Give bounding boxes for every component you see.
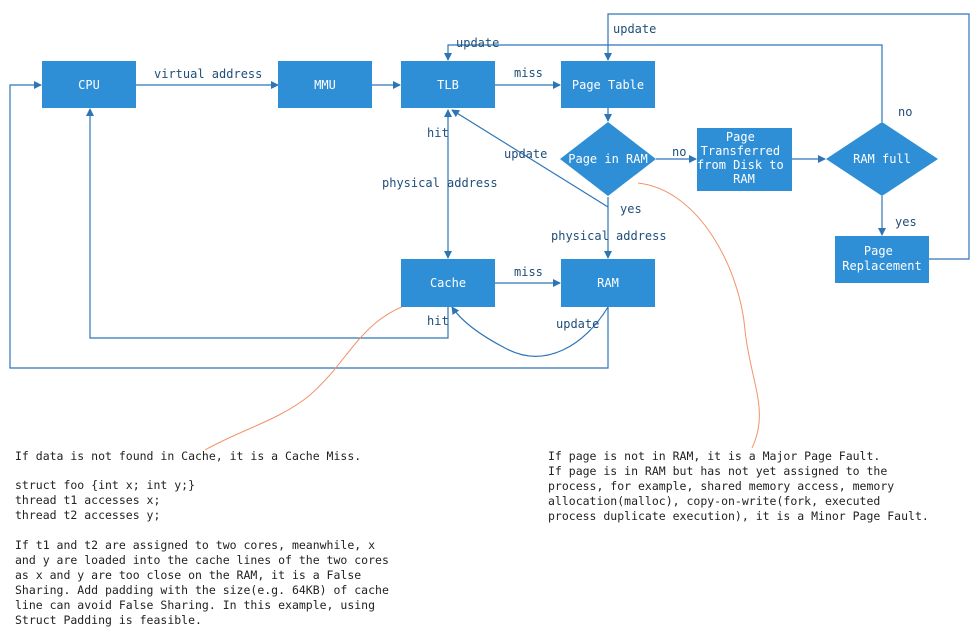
cache-note-line-7: If t1 and t2 are assigned to two cores, … (15, 538, 375, 552)
cache-note-line-5: thread t2 accesses y; (15, 508, 160, 522)
page-table-label: Page Table (572, 78, 644, 92)
edge-labels: virtual address update update miss hit p… (154, 22, 917, 331)
page-in-ram-diamond (560, 122, 656, 196)
nodes: CPU MMU TLB Page Table Page in RAM Page … (42, 61, 938, 307)
page-transferred-label: Page Transferred from Disk to RAM (697, 130, 791, 186)
label-ram-full-yes: yes (895, 215, 917, 229)
label-ram-full-no: no (898, 105, 912, 119)
page-replacement-label: Page Replacement (842, 244, 921, 273)
cache-label: Cache (430, 276, 466, 290)
cache-note-line-10: Sharing. Add padding with the size(e.g. … (15, 583, 389, 597)
page-fault-note-line-4: allocation(malloc), copy-on-write(fork, … (548, 494, 880, 508)
cache-note-line-8: and y are loaded into the cache lines of… (15, 553, 389, 567)
label-ram-physical-address: physical address (551, 229, 667, 243)
page-transferred-line-2: Transferred (701, 144, 780, 158)
label-page-table-update: update (613, 22, 656, 36)
label-ram-update: update (556, 317, 599, 331)
page-replacement-box (835, 236, 929, 283)
label-cache-hit: hit (427, 314, 449, 328)
cache-note-line-3: struct foo {int x; int y;} (15, 478, 195, 492)
edge-page-in-ram-update-tlb (451, 109, 609, 208)
edge-ram-update-cache (451, 306, 609, 357)
label-page-in-ram-yes: yes (620, 202, 642, 216)
cache-note: If data is not found in Cache, it is a C… (15, 449, 389, 627)
label-tlb-physical-address: physical address (382, 176, 498, 190)
page-transferred-line-1: Page (726, 130, 755, 144)
mmu-label: MMU (314, 78, 336, 92)
label-tlb-miss: miss (514, 66, 543, 80)
edge-ram-full-update-tlb (444, 44, 883, 122)
page-fault-annotation-curve (637, 182, 760, 449)
tlb-box (401, 61, 495, 108)
cache-note-line-11: line can avoid False Sharing. In this ex… (15, 598, 375, 612)
cache-note-line-9: as x and y are too close on the RAM, it … (15, 568, 361, 582)
edge-ram-cpu (9, 81, 609, 369)
label-page-in-ram-no: no (672, 145, 686, 159)
page-fault-note-line-2: If page is in RAM but has not yet assign… (548, 464, 887, 478)
cpu-label: CPU (78, 78, 100, 92)
page-replacement-line-1: Page (864, 244, 893, 258)
page-fault-note-line-5: process duplicate execution), it is a Mi… (548, 509, 929, 523)
label-tlb-hit: hit (427, 126, 449, 140)
page-fault-note-line-1: If page is not in RAM, it is a Major Pag… (548, 449, 880, 463)
cache-note-line-12: Struct Padding is feasible. (15, 613, 202, 627)
page-fault-note-line-3: process, for example, shared memory acce… (548, 479, 894, 493)
page-replacement-line-2: Replacement (842, 259, 921, 273)
page-in-ram-label: Page in RAM (568, 152, 647, 166)
page-transferred-line-4: RAM (733, 172, 755, 186)
cache-annotation-curve (204, 302, 413, 451)
cache-box (401, 259, 495, 307)
connectors (9, 13, 970, 369)
ram-full-label: RAM full (853, 152, 911, 166)
label-tlb-update: update (456, 36, 499, 50)
page-transferred-line-3: from Disk to (697, 158, 784, 172)
mmu-box (278, 61, 372, 108)
cache-note-line-4: thread t1 accesses x; (15, 493, 160, 507)
edge-replacement-update-page-table (604, 13, 970, 260)
ram-box (561, 259, 655, 307)
page-transferred-box (697, 128, 792, 191)
edge-cache-cpu (86, 108, 449, 339)
page-fault-note: If page is not in RAM, it is a Major Pag… (548, 449, 929, 523)
ram-full-diamond (826, 122, 938, 196)
cpu-box (42, 61, 136, 108)
tlb-label: TLB (437, 78, 459, 92)
cache-note-line-1: If data is not found in Cache, it is a C… (15, 449, 361, 463)
annotation-curves (204, 182, 760, 451)
label-virtual-address: virtual address (154, 67, 262, 81)
label-page-in-ram-update: update (504, 147, 547, 161)
label-cache-miss: miss (514, 265, 543, 279)
ram-label: RAM (597, 276, 619, 290)
page-table-box (561, 61, 655, 108)
